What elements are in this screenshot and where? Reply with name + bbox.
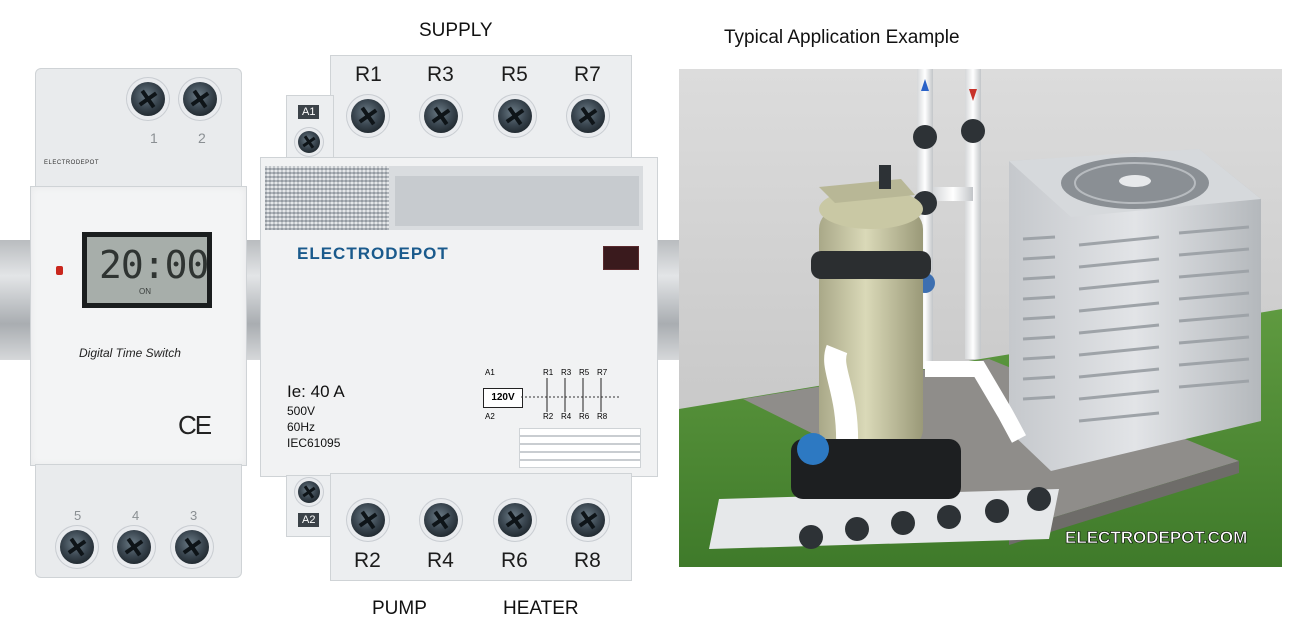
ce-mark: CE bbox=[178, 410, 212, 440]
timer-top-terminal-1: 1 bbox=[150, 130, 158, 146]
wiring-schematic: A1 A2 120V R1 R3 R5 R7 R2 R4 R6 R8 bbox=[481, 368, 651, 438]
contactor-frequency: 60Hz bbox=[287, 420, 316, 434]
schematic-r3: R3 bbox=[561, 368, 572, 377]
schematic-r7: R7 bbox=[597, 368, 608, 377]
digital-time-switch: 1 2 ELECTRODEPOT 20:00 ON Digital Time S… bbox=[30, 68, 247, 578]
status-indicator bbox=[603, 246, 639, 270]
pump-strainer-cap bbox=[797, 433, 829, 465]
schematic-r4: R4 bbox=[561, 412, 572, 421]
application-title: Typical Application Example bbox=[724, 27, 960, 48]
schematic-r1: R1 bbox=[543, 368, 554, 377]
terminal-r5: R5 bbox=[501, 63, 528, 86]
screw-r7[interactable] bbox=[571, 99, 605, 133]
timer-bottom-terminal-5: 5 bbox=[74, 508, 82, 523]
heater-caption: HEATER bbox=[503, 598, 579, 619]
screw-r5[interactable] bbox=[498, 99, 532, 133]
screw-r2[interactable] bbox=[351, 503, 385, 537]
schematic-r6: R6 bbox=[579, 412, 590, 421]
timer-brand: ELECTRODEPOT bbox=[44, 160, 100, 166]
supply-pipe-right bbox=[965, 69, 981, 359]
timer-screw-1[interactable] bbox=[131, 82, 165, 116]
coil-a1-label: A1 bbox=[298, 105, 320, 119]
timer-display-time: 20:00 bbox=[99, 243, 209, 287]
screw-r4[interactable] bbox=[424, 503, 458, 537]
timer-display-sub: ON bbox=[139, 287, 151, 296]
manifold-pipes bbox=[709, 489, 1059, 549]
ac-condenser bbox=[1009, 149, 1261, 471]
application-illustration: ELECTRODEPOT.COM bbox=[679, 69, 1282, 567]
supply-caption: SUPPLY bbox=[419, 20, 493, 41]
valve-row bbox=[799, 487, 1051, 549]
coil-a2-label: A2 bbox=[298, 513, 320, 527]
timer-top-terminal-2: 2 bbox=[198, 130, 206, 146]
pump-caption: PUMP bbox=[372, 598, 427, 619]
schematic-coil: 120V bbox=[483, 388, 523, 408]
valve-top-right bbox=[961, 119, 985, 143]
schematic-r2: R2 bbox=[543, 412, 554, 421]
label-slot bbox=[395, 176, 639, 226]
label-window bbox=[265, 166, 643, 230]
terminal-r1: R1 bbox=[355, 63, 382, 86]
terminal-r7: R7 bbox=[574, 63, 601, 86]
schematic-a1: A1 bbox=[485, 368, 495, 377]
terminal-r4: R4 bbox=[427, 549, 454, 572]
contactor-voltage: 500V bbox=[287, 404, 316, 418]
terminal-r3: R3 bbox=[427, 63, 454, 86]
schematic-r5: R5 bbox=[579, 368, 590, 377]
contactor-standard: IEC61095 bbox=[287, 436, 341, 450]
terminal-r8: R8 bbox=[574, 549, 601, 572]
grill-pattern bbox=[265, 166, 389, 230]
timer-label: Digital Time Switch bbox=[79, 346, 181, 360]
timer-screw-3[interactable] bbox=[175, 530, 209, 564]
flow-arrow-down-icon bbox=[969, 89, 977, 101]
screw-a2[interactable] bbox=[298, 481, 320, 503]
timer-bottom-terminal-3: 3 bbox=[190, 508, 198, 523]
screw-r1[interactable] bbox=[351, 99, 385, 133]
timer-screw-5[interactable] bbox=[60, 530, 94, 564]
valve-top-left bbox=[913, 125, 937, 149]
timer-lcd: 20:00 ON bbox=[82, 232, 212, 308]
contactor: R1 R3 R5 R7 A1 ELECTRODEPOT Ie: 40 A 500… bbox=[258, 55, 658, 581]
screw-a1[interactable] bbox=[298, 131, 320, 153]
contactor-rating: Ie: 40 A bbox=[287, 382, 345, 401]
terminal-r6: R6 bbox=[501, 549, 528, 572]
timer-screw-4[interactable] bbox=[117, 530, 151, 564]
pump-band bbox=[811, 251, 931, 279]
timer-bottom-terminal-4: 4 bbox=[132, 508, 140, 523]
timer-screw-2[interactable] bbox=[183, 82, 217, 116]
screw-r6[interactable] bbox=[498, 503, 532, 537]
schematic-lines bbox=[521, 378, 621, 412]
contactor-front: ELECTRODEPOT Ie: 40 A 500V 60Hz IEC61095… bbox=[260, 157, 658, 477]
timer-led bbox=[56, 266, 63, 275]
illustration-watermark: ELECTRODEPOT.COM bbox=[1065, 528, 1247, 547]
vent-slots bbox=[519, 428, 641, 468]
screw-r8[interactable] bbox=[571, 503, 605, 537]
flow-arrow-up-icon bbox=[921, 79, 929, 91]
contactor-brand: ELECTRODEPOT bbox=[297, 244, 449, 263]
schematic-r8: R8 bbox=[597, 412, 608, 421]
screw-r3[interactable] bbox=[424, 99, 458, 133]
timer-body bbox=[30, 186, 247, 466]
pump-motor bbox=[791, 439, 961, 499]
terminal-r2: R2 bbox=[354, 549, 381, 572]
schematic-a2: A2 bbox=[485, 412, 495, 421]
